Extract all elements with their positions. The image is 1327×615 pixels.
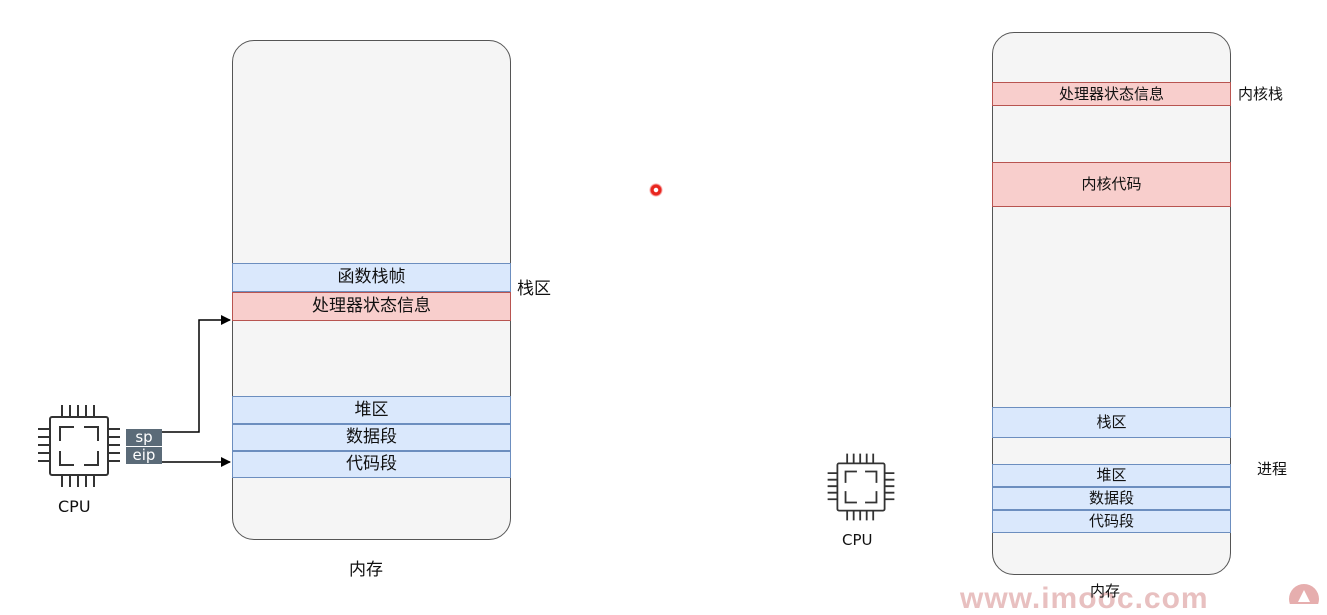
segment-data-right: 数据段 <box>992 487 1231 510</box>
segment-code-right: 代码段 <box>992 510 1231 533</box>
register-eip: eip <box>126 447 162 464</box>
segment-processor-state: 处理器状态信息 <box>232 292 511 321</box>
memory-block-right: 处理器状态信息 内核代码 栈区 堆区 数据段 代码段 <box>992 32 1231 575</box>
segment-heap-right: 堆区 <box>992 464 1231 487</box>
kernel-stack-label: 内核栈 <box>1238 85 1284 103</box>
segment-kernel-code: 内核代码 <box>992 162 1231 207</box>
segment-code: 代码段 <box>232 451 511 478</box>
segment-stack-frame: 函数栈帧 <box>232 263 511 292</box>
segment-heap: 堆区 <box>232 396 511 424</box>
cpu-chip-icon <box>827 453 895 521</box>
cpu-chip-icon <box>38 405 120 487</box>
stack-region-label: 栈区 <box>517 279 551 299</box>
segment-data: 数据段 <box>232 424 511 451</box>
cpu-label-right: CPU <box>842 531 873 549</box>
sp-pointer-arrow <box>162 315 231 433</box>
pointer-arrows <box>162 315 231 467</box>
pointer-dot <box>649 183 663 197</box>
register-sp: sp <box>126 429 162 446</box>
watermark-text: www.imooc.com <box>960 582 1209 615</box>
memory-label-right: 内存 <box>1090 582 1121 600</box>
imooc-logo-icon <box>1289 584 1319 604</box>
segment-processor-state-right: 处理器状态信息 <box>992 82 1231 106</box>
memory-block-left: 函数栈帧 处理器状态信息 堆区 数据段 代码段 <box>232 40 511 540</box>
segment-stack-right: 栈区 <box>992 407 1231 438</box>
process-label: 进程 <box>1257 460 1288 478</box>
memory-label-left: 内存 <box>349 560 383 580</box>
cpu-label-left: CPU <box>58 497 91 516</box>
